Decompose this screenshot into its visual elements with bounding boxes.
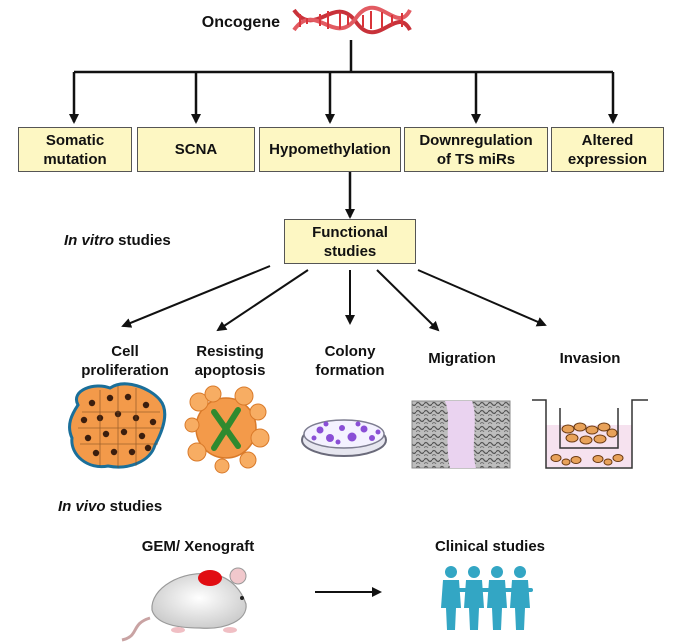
mechanism-box-somatic: Somatic mutation — [18, 127, 132, 172]
gem-xenograft-label: GEM/ Xenograft — [141, 538, 255, 555]
in-vitro-italic: In vitro — [64, 232, 115, 249]
mechanism-box-scna: SCNA — [137, 127, 255, 172]
assay-label-apoptosis: Resisting apoptosis — [194, 343, 266, 379]
in-vivo-italic: In vivo — [58, 498, 106, 515]
assay-label-migration: Migration — [428, 350, 496, 367]
functional-studies-box: Functional studies — [284, 219, 416, 264]
mechanism-box-hypomethylation: Hypomethylation — [259, 127, 401, 172]
in-vivo-section-label: In vivo studies — [58, 498, 162, 515]
functional-fan-arrows — [121, 265, 547, 332]
apoptotic-cell-icon — [184, 385, 270, 474]
in-vitro-section-label: In vitro studies — [64, 232, 171, 249]
in-vivo-rest: studies — [105, 498, 163, 515]
petri-dish-icon — [301, 419, 387, 457]
assay-label-proliferation: Cell proliferation — [81, 343, 169, 379]
oncogene-title: Oncogene — [201, 14, 280, 31]
dna-icon — [292, 5, 412, 35]
people-icon — [441, 566, 533, 630]
transwell-icon — [532, 399, 648, 469]
in-vitro-rest: studies — [114, 232, 171, 249]
mechanism-box-downregulation: Downregulation of TS miRs — [404, 127, 548, 172]
mechanism-box-altered: Altered expression — [551, 127, 664, 172]
clinical-studies-label: Clinical studies — [434, 538, 546, 555]
wound-healing-icon — [411, 400, 511, 469]
top-connectors — [69, 40, 618, 219]
mouse-icon — [121, 567, 247, 642]
assay-label-invasion: Invasion — [559, 350, 621, 367]
cell-cluster-icon — [68, 382, 167, 469]
assay-label-colony: Colony formation — [315, 343, 385, 379]
